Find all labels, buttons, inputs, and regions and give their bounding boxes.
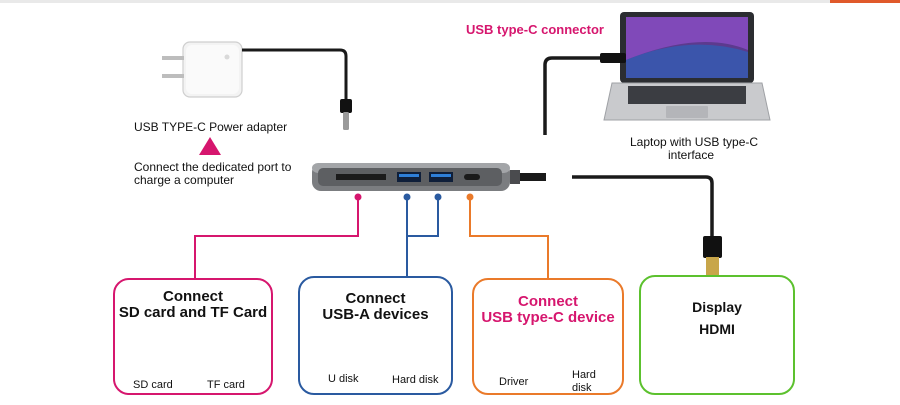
laptop-label-line2: interface: [668, 148, 715, 162]
laptop-icon: [603, 12, 771, 121]
usb-c-device-box: Connect USB type-C device Driver Hard di…: [472, 278, 624, 395]
u-disk-label: U disk: [328, 373, 359, 385]
usbc-box-title-line1: Connect: [518, 293, 578, 310]
top-accent-tab: [830, 0, 900, 3]
display-label: Display: [692, 299, 742, 315]
usb-a-devices-box: Connect USB-A devices U disk Hard disk: [298, 276, 453, 395]
sd-card-label: SD card: [133, 379, 173, 391]
sd-box-title-line2: SD card and TF Card: [118, 304, 268, 321]
hdmi-cable: [572, 175, 714, 240]
power-adapter-icon: [162, 41, 243, 98]
charge-note-line2: charge a computer: [134, 173, 235, 187]
sd-connector-line: [194, 197, 359, 280]
hard-disk-label: Hard disk: [392, 374, 439, 386]
usbc-box-title-line2: USB type-C device: [481, 309, 615, 326]
charge-arrow-icon: [199, 137, 221, 155]
power-cable: [242, 48, 348, 100]
laptop-label-line1: Laptop with USB type-C: [630, 135, 759, 149]
laptop-cable: [543, 56, 600, 135]
power-adapter-label: USB TYPE-C Power adapter: [134, 120, 288, 134]
hdmi-plug: [703, 236, 722, 258]
usbc-hard-disk-label-line1: Hard: [572, 369, 596, 381]
usbc-hard-disk-label-line2: disk: [572, 382, 592, 394]
usb-hub-icon: [312, 163, 520, 191]
sd-box-title-line1: Connect: [163, 288, 223, 305]
hdmi-label: HDMI: [699, 321, 735, 337]
display-hdmi-box: Display HDMI: [639, 275, 795, 395]
usba-box-title-line1: Connect: [345, 290, 406, 307]
usb-c-connector-label: USB type-C connector: [466, 22, 604, 37]
usbc-connector-line: [469, 197, 549, 280]
laptop-usb-c-plug: [600, 53, 626, 63]
usba-box-title-line2: USB-A devices: [322, 306, 429, 323]
driver-label: Driver: [499, 376, 529, 388]
tf-card-label: TF card: [207, 379, 245, 391]
top-border: [0, 0, 900, 3]
power-cable-plug: [340, 99, 352, 113]
sd-tf-card-box: Connect SD card and TF Card SD card TF c…: [113, 278, 273, 395]
usba-connector-line: [406, 197, 439, 278]
charge-note-line1: Connect the dedicated port to: [134, 160, 292, 174]
